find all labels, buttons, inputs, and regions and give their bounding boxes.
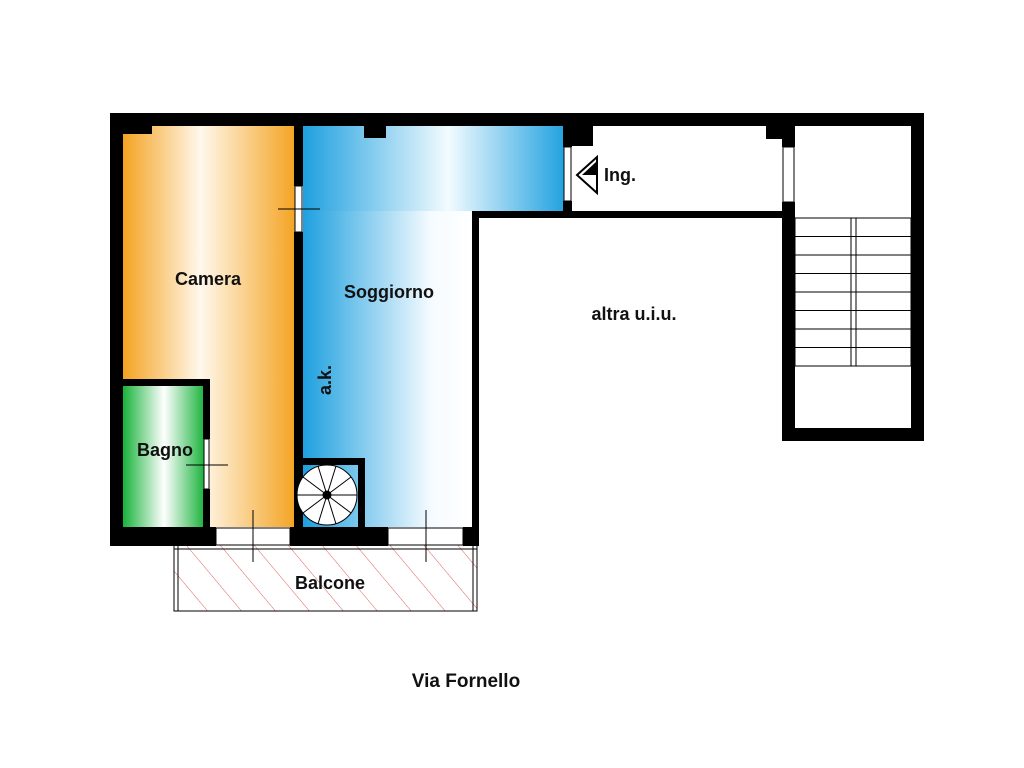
stairwell-steps xyxy=(794,217,912,367)
soggiorno-fill-top xyxy=(303,125,567,211)
entrance-arrow-icon xyxy=(575,154,598,196)
door-marks xyxy=(186,146,795,562)
ak-label: a.k. xyxy=(315,365,335,395)
spiral-stair-icon xyxy=(296,464,358,526)
soggiorno-label: Soggiorno xyxy=(344,282,434,302)
entrance-label: Ing. xyxy=(604,165,636,185)
street-label: Via Fornello xyxy=(412,671,520,692)
walls xyxy=(110,113,924,546)
bagno-fill xyxy=(122,386,206,527)
balcone-label: Balcone xyxy=(295,573,365,593)
camera-label: Camera xyxy=(175,269,242,289)
other-unit-label: altra u.i.u. xyxy=(591,304,676,324)
bagno-label: Bagno xyxy=(137,440,193,460)
